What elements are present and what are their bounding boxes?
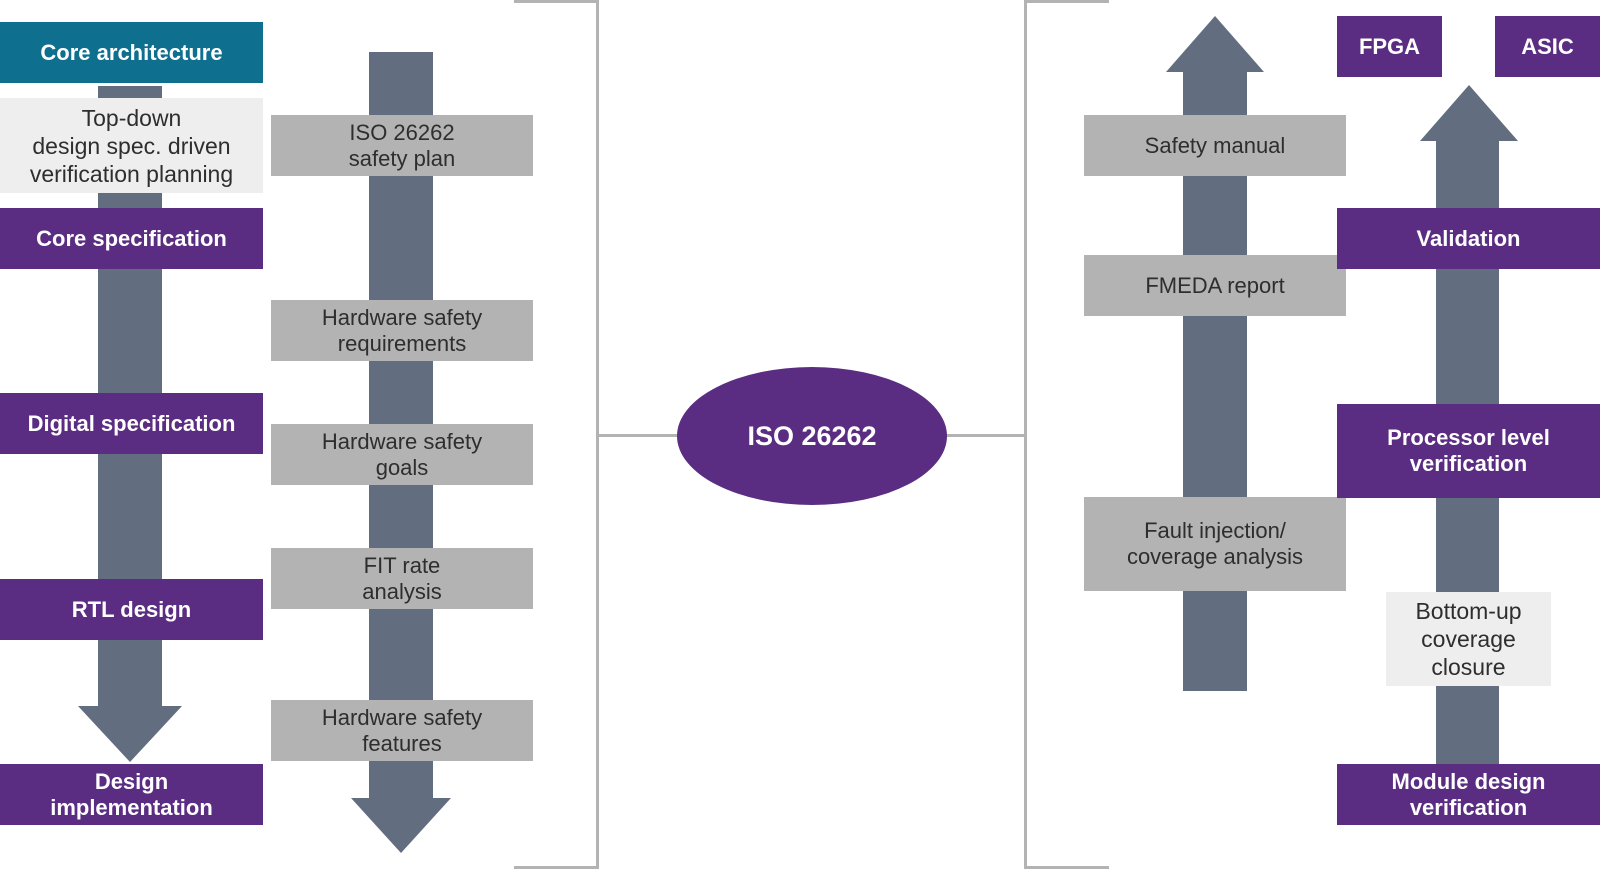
asic-box: ASIC [1495, 16, 1600, 77]
module-design-verification-box: Module design verification [1337, 764, 1600, 825]
right-connector-line [946, 434, 1026, 437]
digital-specification-box: Digital specification [0, 393, 263, 454]
safety-manual-box: Safety manual [1084, 115, 1346, 176]
hardware-safety-requirements-box: Hardware safety requirements [271, 300, 533, 361]
core-architecture-box: Core architecture [0, 22, 263, 83]
verification-arrow-head [1420, 85, 1518, 141]
processor-level-verification-box: Processor level verification [1337, 404, 1600, 498]
fpga-box: FPGA [1337, 16, 1442, 77]
bottom-up-coverage-note: Bottom-up coverage closure [1386, 592, 1551, 686]
left-bracket-top [514, 0, 599, 3]
iso-26262-ellipse: ISO 26262 [677, 367, 947, 505]
core-specification-box: Core specification [0, 208, 263, 269]
left-bracket-bottom [514, 866, 599, 869]
design-flow-arrow-head [78, 706, 182, 762]
safety-output-arrow-head [1166, 16, 1264, 72]
hardware-safety-goals-box: Hardware safety goals [271, 424, 533, 485]
fmeda-report-box: FMEDA report [1084, 255, 1346, 316]
rtl-design-box: RTL design [0, 579, 263, 640]
fault-injection-coverage-box: Fault injection/ coverage analysis [1084, 497, 1346, 591]
hardware-safety-features-box: Hardware safety features [271, 700, 533, 761]
fit-rate-analysis-box: FIT rate analysis [271, 548, 533, 609]
left-connector-line [596, 434, 678, 437]
top-down-verification-note: Top-down design spec. driven verificatio… [0, 98, 263, 193]
validation-box: Validation [1337, 208, 1600, 269]
safety-flow-arrow-head [351, 798, 451, 853]
design-implementation-box: Design implementation [0, 764, 263, 825]
right-bracket-bottom [1024, 866, 1109, 869]
safety-plan-box: ISO 26262 safety plan [271, 115, 533, 176]
right-bracket-top [1024, 0, 1109, 3]
